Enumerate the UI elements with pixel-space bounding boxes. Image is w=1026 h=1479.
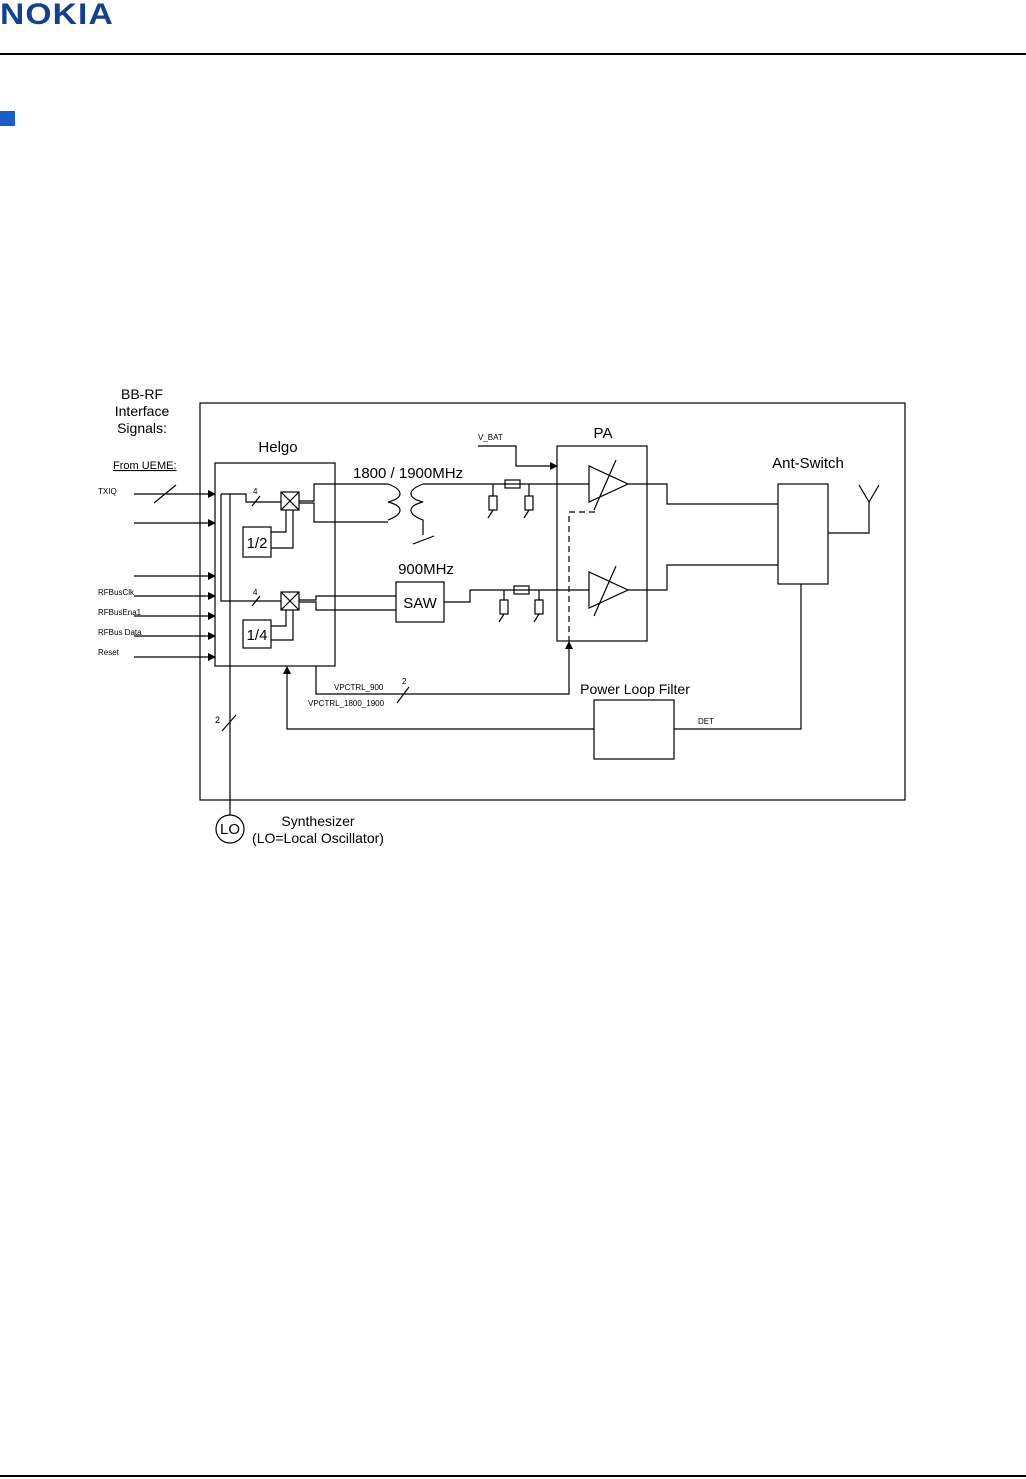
loop-to-helgo <box>283 666 594 730</box>
lo-oscillator-icon <box>215 814 245 844</box>
div-half-label: 1/2 <box>247 535 268 552</box>
rfbusena1-label: RFBusEna1 <box>98 608 142 617</box>
pa-amp-high-icon <box>588 465 630 503</box>
div-quarter-to-mixer-2 <box>271 610 287 627</box>
vbat-line <box>478 445 558 470</box>
reset-label: Reset <box>98 648 120 657</box>
low-band-resistor-series <box>513 585 530 595</box>
pa-low-to-antswitch <box>628 564 778 591</box>
lo-label: LO <box>220 821 240 838</box>
interface-title-3: Signals: <box>117 420 167 436</box>
interface-title-2: Interface <box>115 403 170 419</box>
bus-width-4-upper: 4 <box>253 487 258 496</box>
det-label: DET <box>698 717 714 726</box>
div-quarter-label: 1/4 <box>247 627 268 644</box>
vpctrl-1800-1900-label: VPCTRL_1800_1900 <box>308 699 385 708</box>
header-rule <box>0 53 1026 55</box>
pa-high-to-antswitch <box>628 483 778 505</box>
rfbusclk-label: RFBusClk <box>98 588 135 597</box>
high-band-resistor-series <box>504 479 521 489</box>
bus-width-2-vpctrl: 2 <box>402 677 407 686</box>
rfbusdata-label: RFBus Data <box>98 628 142 637</box>
ant-switch-label: Ant-Switch <box>772 455 844 472</box>
antenna-feed <box>828 502 870 534</box>
low-band-shunt-2 <box>534 599 544 615</box>
synthesizer-label: Synthesizer <box>281 813 354 829</box>
low-band-line <box>444 589 589 603</box>
bus2-slash-vpctrl <box>396 686 410 704</box>
balun-ground <box>412 535 435 545</box>
txiq-label: TXIQ <box>98 487 117 496</box>
band-low-label: 900MHz <box>398 561 454 578</box>
vpctrl-line <box>315 641 573 695</box>
mixer-low-band <box>280 591 300 611</box>
mixer-low-out <box>299 595 396 601</box>
high-band-shunt-2 <box>524 495 534 511</box>
iq-route-upper-mixer <box>221 493 281 503</box>
rf-module-frame <box>199 402 906 801</box>
band-high-label: 1800 / 1900MHz <box>353 465 463 482</box>
balun-primary-coil <box>387 483 401 521</box>
saw-label: SAW <box>403 595 437 612</box>
bus2-slash-lo <box>221 714 237 732</box>
bus4-slash-upper <box>251 495 261 507</box>
iq-route-upper <box>220 494 281 602</box>
div-quarter-to-mixer <box>271 610 294 641</box>
vpctrl-900-label: VPCTRL_900 <box>334 683 384 692</box>
det-feedback-line <box>674 584 802 730</box>
mixer-high-out-bottom <box>299 502 388 523</box>
pa-control-dashed <box>568 511 595 641</box>
interface-title-1: BB-RF <box>121 386 163 402</box>
low-band-shunt-1 <box>499 599 509 615</box>
bus-width-2-lo: 2 <box>215 715 220 725</box>
div-half-to-mixer <box>271 510 294 549</box>
divider-quarter-block <box>242 619 272 649</box>
helgo-label: Helgo <box>258 439 297 456</box>
vbat-label: V_BAT <box>478 433 503 442</box>
ant-switch-block <box>777 483 829 585</box>
div-half-to-mixer-2 <box>271 510 287 533</box>
antenna-icon <box>858 484 880 504</box>
pa-block <box>556 445 648 642</box>
pa-amp-low-icon <box>588 571 630 609</box>
bus4-slash-lower <box>251 595 261 607</box>
mixer-high-out-top <box>299 483 388 502</box>
high-band-shunt-1 <box>488 495 498 511</box>
bus-width-4-lower: 4 <box>253 588 258 597</box>
txiq-bus-slash <box>153 484 177 504</box>
divider-half-block <box>242 526 272 558</box>
balun-secondary-coil <box>410 483 424 535</box>
nokia-logo: NOKIA <box>0 0 114 31</box>
footer-rule <box>0 1475 1026 1477</box>
section-bullet-icon <box>0 111 15 126</box>
pa-label: PA <box>594 425 613 442</box>
helgo-block <box>214 462 336 667</box>
lo-note-label: (LO=Local Oscillator) <box>252 830 384 846</box>
from-ueme-label: From UEME: <box>113 460 177 472</box>
power-loop-filter-label: Power Loop Filter <box>580 681 690 697</box>
power-loop-filter-block <box>593 699 675 760</box>
mixer-low-out-2 <box>299 601 396 611</box>
